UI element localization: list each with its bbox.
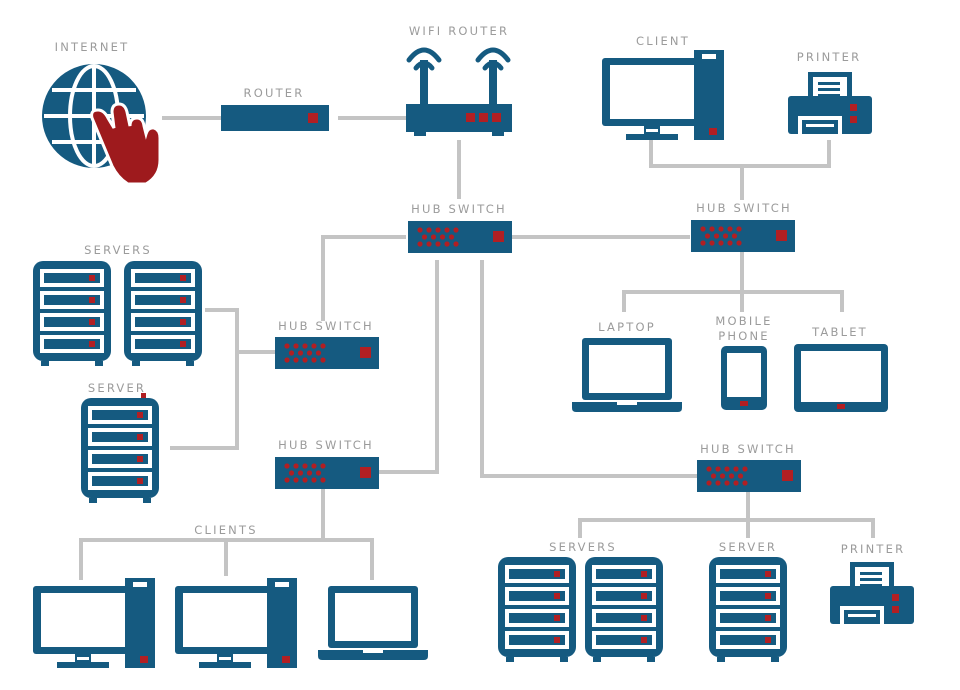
hub-switch-icon xyxy=(275,337,379,369)
servers-bottom-node: SERVERS xyxy=(498,540,663,662)
server-left-label: SERVER xyxy=(88,381,146,395)
clients-node: CLIENTS xyxy=(33,523,428,668)
clients-label: CLIENTS xyxy=(194,523,257,537)
hub-switch-lower-right: HUB SWITCH xyxy=(697,442,801,492)
hub-switch-lower-right-label: HUB SWITCH xyxy=(700,442,796,456)
client-label: CLIENT xyxy=(636,34,690,48)
hub-switch-icon xyxy=(408,221,512,253)
server-rack-icon xyxy=(498,557,576,662)
mobile-label-line2: PHONE xyxy=(718,329,770,343)
tablet-node: TABLET xyxy=(794,325,888,412)
hub-switch-left: HUB SWITCH xyxy=(275,319,379,369)
desktop-computer-icon xyxy=(33,578,155,668)
hub-switch-right-label: HUB SWITCH xyxy=(696,201,792,215)
client-top-node: CLIENT xyxy=(602,34,724,140)
wifi-router-node: WIFI ROUTER xyxy=(406,24,512,136)
laptop-icon xyxy=(572,338,682,412)
wifi-router-label: WIFI ROUTER xyxy=(409,24,509,38)
hub-switch-left-label: HUB SWITCH xyxy=(278,319,374,333)
laptop-icon xyxy=(318,586,428,660)
server-rack-icon xyxy=(585,557,663,662)
servers-left-node: SERVERS xyxy=(33,243,202,366)
desktop-computer-icon xyxy=(175,578,297,668)
printer-bottom-label: PRINTER xyxy=(841,542,906,556)
printer-icon xyxy=(788,72,872,134)
hub-switch-lower-left: HUB SWITCH xyxy=(275,438,379,489)
laptop-node: LAPTOP xyxy=(572,320,682,412)
server-rack-icon xyxy=(709,557,787,662)
hub-switch-main-label: HUB SWITCH xyxy=(411,202,507,216)
hub-switch-icon xyxy=(697,460,801,492)
printer-bottom-node: PRINTER xyxy=(830,542,914,624)
server-left-node: SERVER xyxy=(81,381,159,503)
laptop-label: LAPTOP xyxy=(598,320,656,334)
router-node: ROUTER xyxy=(221,86,329,131)
hub-switch-lower-left-label: HUB SWITCH xyxy=(278,438,374,452)
hub-switch-main: HUB SWITCH xyxy=(408,202,512,253)
server-rack-icon xyxy=(124,261,202,366)
printer-top-node: PRINTER xyxy=(788,50,872,134)
hub-switch-right: HUB SWITCH xyxy=(691,201,795,252)
server-rack-icon xyxy=(33,261,111,366)
servers-bottom-label: SERVERS xyxy=(549,540,617,554)
desktop-computer-icon xyxy=(602,50,724,140)
connection-wires xyxy=(79,116,875,580)
tablet-label: TABLET xyxy=(811,325,868,339)
hub-switch-icon xyxy=(275,457,379,489)
server-rack-icon xyxy=(81,398,159,503)
internet-label: INTERNET xyxy=(55,40,130,54)
printer-top-label: PRINTER xyxy=(797,50,862,64)
router-icon xyxy=(221,105,329,131)
hub-switch-icon xyxy=(691,220,795,252)
mobile-label-line1: MOBILE xyxy=(715,314,772,328)
hand-pointer-icon xyxy=(90,102,162,186)
printer-icon xyxy=(830,562,914,624)
wifi-router-icon xyxy=(406,47,512,136)
mobile-phone-node: MOBILE PHONE xyxy=(715,314,772,410)
internet-node: INTERNET xyxy=(42,40,162,186)
server-bottom-node: SERVER xyxy=(709,540,787,662)
router-label: ROUTER xyxy=(244,86,305,100)
tablet-icon xyxy=(794,344,888,412)
servers-left-label: SERVERS xyxy=(84,243,152,257)
mobile-phone-icon xyxy=(721,346,767,410)
server-bottom-label: SERVER xyxy=(719,540,777,554)
